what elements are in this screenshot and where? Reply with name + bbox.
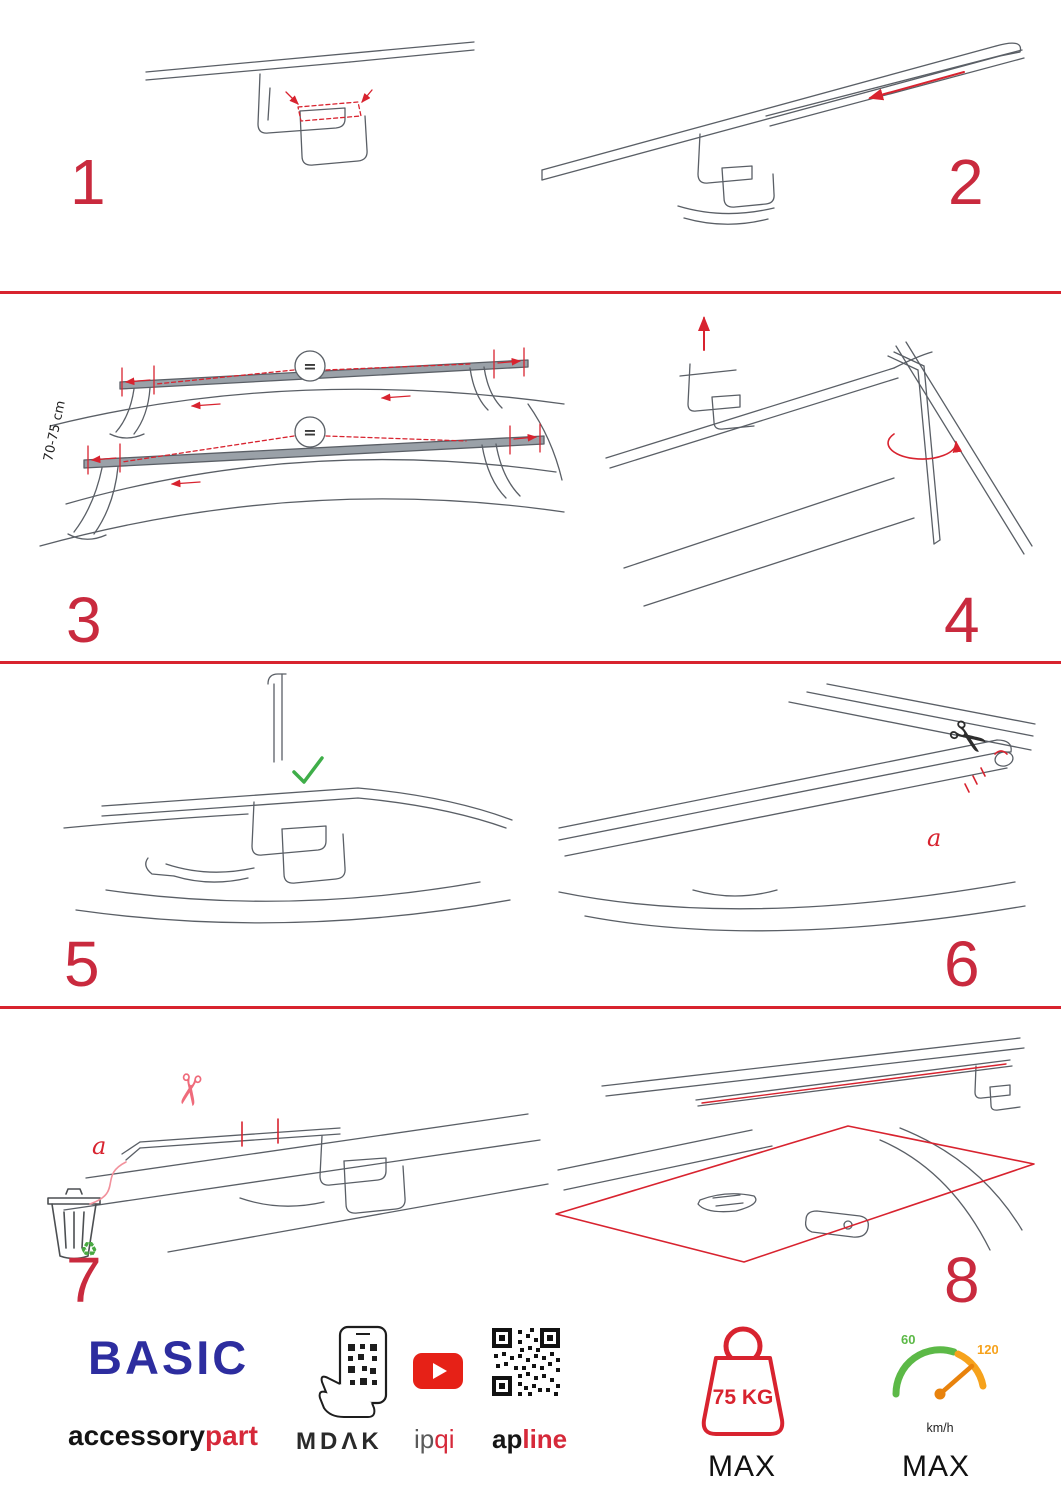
max-load-weight-icon: 75 KG (701, 1326, 785, 1436)
section-divider-3 (0, 1006, 1061, 1009)
step-3-drawing (39, 350, 565, 547)
step-2-drawing (541, 42, 1025, 225)
step-4-drawing (605, 341, 1033, 607)
qr-code-icon (492, 1328, 560, 1396)
trash-bin-icon (47, 1188, 101, 1260)
step-1-drawing (145, 41, 475, 166)
discard-squiggle (89, 1161, 127, 1205)
max-load-label: MAX (707, 1450, 777, 1483)
step-5-drawing (63, 673, 513, 924)
speed-unit: km/h (926, 1421, 953, 1435)
step-5-illustration (63, 673, 513, 924)
logo-apline-red: line (522, 1424, 568, 1454)
scissors-icon: ✂ (162, 1068, 216, 1111)
brand-subtitle-red: part (205, 1420, 258, 1451)
brand-subtitle-black: accessory (68, 1420, 206, 1451)
step-8-number: 8 (944, 1244, 980, 1316)
step-4-illustration (605, 316, 1033, 607)
part-a-label: a (92, 1132, 106, 1160)
strip-cut-marks (964, 750, 1008, 793)
logo-mdak: MDΛK (296, 1428, 383, 1455)
check-icon (292, 756, 324, 784)
brand-subtitle: accessorypart (68, 1420, 258, 1452)
step-2-number: 2 (948, 146, 984, 218)
dimension-guides (88, 347, 540, 488)
step-7-drawing (63, 1113, 549, 1253)
step-6-number: 6 (944, 928, 980, 1000)
step-6-illustration: ✂ a (558, 683, 1036, 932)
logo-apline-black: ap (492, 1424, 523, 1454)
equal-spacing-badge-top: = (303, 357, 316, 376)
max-load-value: 75 KG (713, 1386, 774, 1409)
speed-tick-low: 60 (901, 1332, 915, 1347)
section-divider-2 (0, 661, 1061, 664)
step-8-drawing (557, 1037, 1025, 1251)
step-7-illustration: ♻ ✂ a (47, 1068, 549, 1261)
final-position-frame (555, 1063, 1035, 1263)
logo-ipqi-red: qi (434, 1424, 455, 1454)
equal-spacing-badge-bottom: = (303, 423, 316, 442)
logo-apline: apline (492, 1424, 567, 1455)
dimension-label: 70-75 cm (41, 399, 69, 462)
brand-logo: BASIC (88, 1331, 250, 1384)
max-speed-label: MAX (901, 1450, 971, 1483)
step-1-number: 1 (70, 146, 106, 218)
step-7-number: 7 (66, 1244, 102, 1316)
cut-length-marks (241, 1118, 279, 1147)
insert-and-tighten-arrows (698, 316, 963, 460)
step-5-number: 5 (64, 928, 100, 1000)
youtube-icon (413, 1353, 463, 1389)
qr-on-screen (348, 1344, 377, 1385)
speedometer-icon: 60 120 km/h (892, 1332, 998, 1435)
recycle-icon: ♻ (80, 1237, 98, 1261)
step-1-illustration (145, 41, 475, 166)
speed-tick-high: 120 (977, 1342, 998, 1357)
step-2-illustration (541, 42, 1025, 225)
step-8-illustration (555, 1037, 1035, 1263)
section-divider-1 (0, 291, 1061, 294)
step-6-drawing (558, 683, 1036, 932)
step-4-number: 4 (944, 584, 980, 656)
logo-ipqi: ipqi (414, 1424, 455, 1455)
slide-direction-arrow (868, 71, 965, 101)
part-a-label: a (927, 824, 941, 852)
phone-qr-scan-icon (318, 1325, 388, 1418)
rubber-pad-highlight (285, 89, 373, 122)
step-3-illustration: = = 70-75 cm (39, 347, 565, 547)
logo-ipqi-gray: ip (414, 1424, 435, 1454)
step-3-number: 3 (66, 584, 102, 656)
